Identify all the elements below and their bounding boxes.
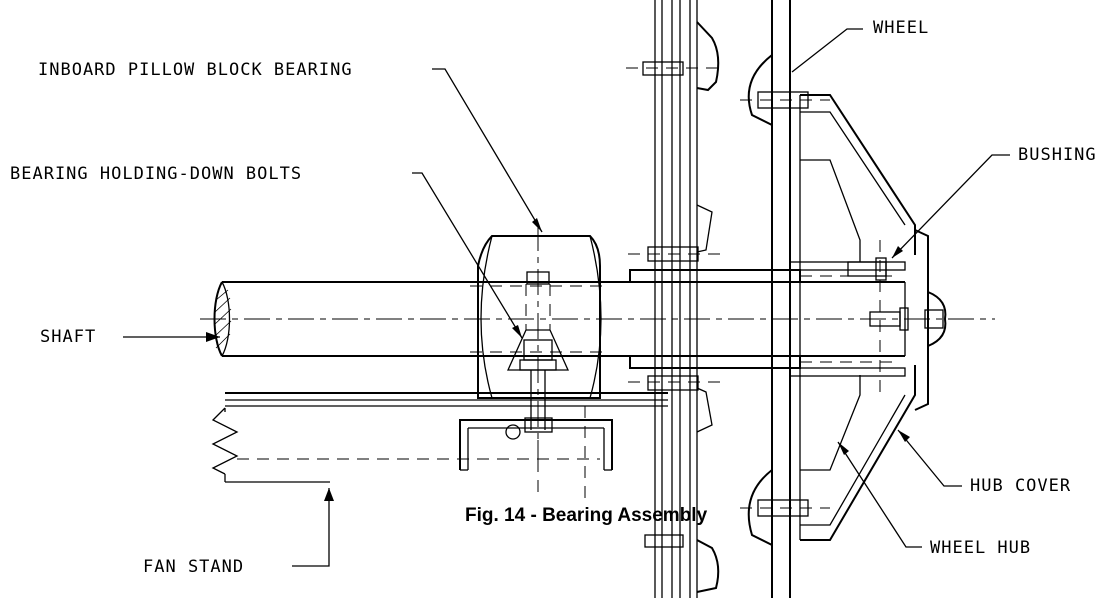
figure-caption: Fig. 14 - Bearing Assembly <box>465 505 708 526</box>
fan-stand <box>211 392 668 500</box>
bushing <box>847 257 909 331</box>
label-bushing: BUSHING <box>1018 145 1097 165</box>
label-holding-bolts: BEARING HOLDING-DOWN BOLTS <box>10 164 302 184</box>
label-wheel-hub: WHEEL HUB <box>930 538 1031 558</box>
label-shaft: SHAFT <box>40 327 96 347</box>
shaft <box>200 281 995 357</box>
wheel-hub <box>789 94 916 541</box>
label-wheel: WHEEL <box>873 18 929 38</box>
pillow-block-bearing <box>470 225 610 470</box>
label-fan-stand: FAN STAND <box>143 557 244 577</box>
label-hub-cover: HUB COVER <box>970 476 1071 496</box>
label-inboard-bearing: INBOARD PILLOW BLOCK BEARING <box>38 60 353 80</box>
leader-lines <box>123 28 1010 567</box>
hub-cover <box>914 229 947 411</box>
wheel-disc <box>626 0 830 598</box>
